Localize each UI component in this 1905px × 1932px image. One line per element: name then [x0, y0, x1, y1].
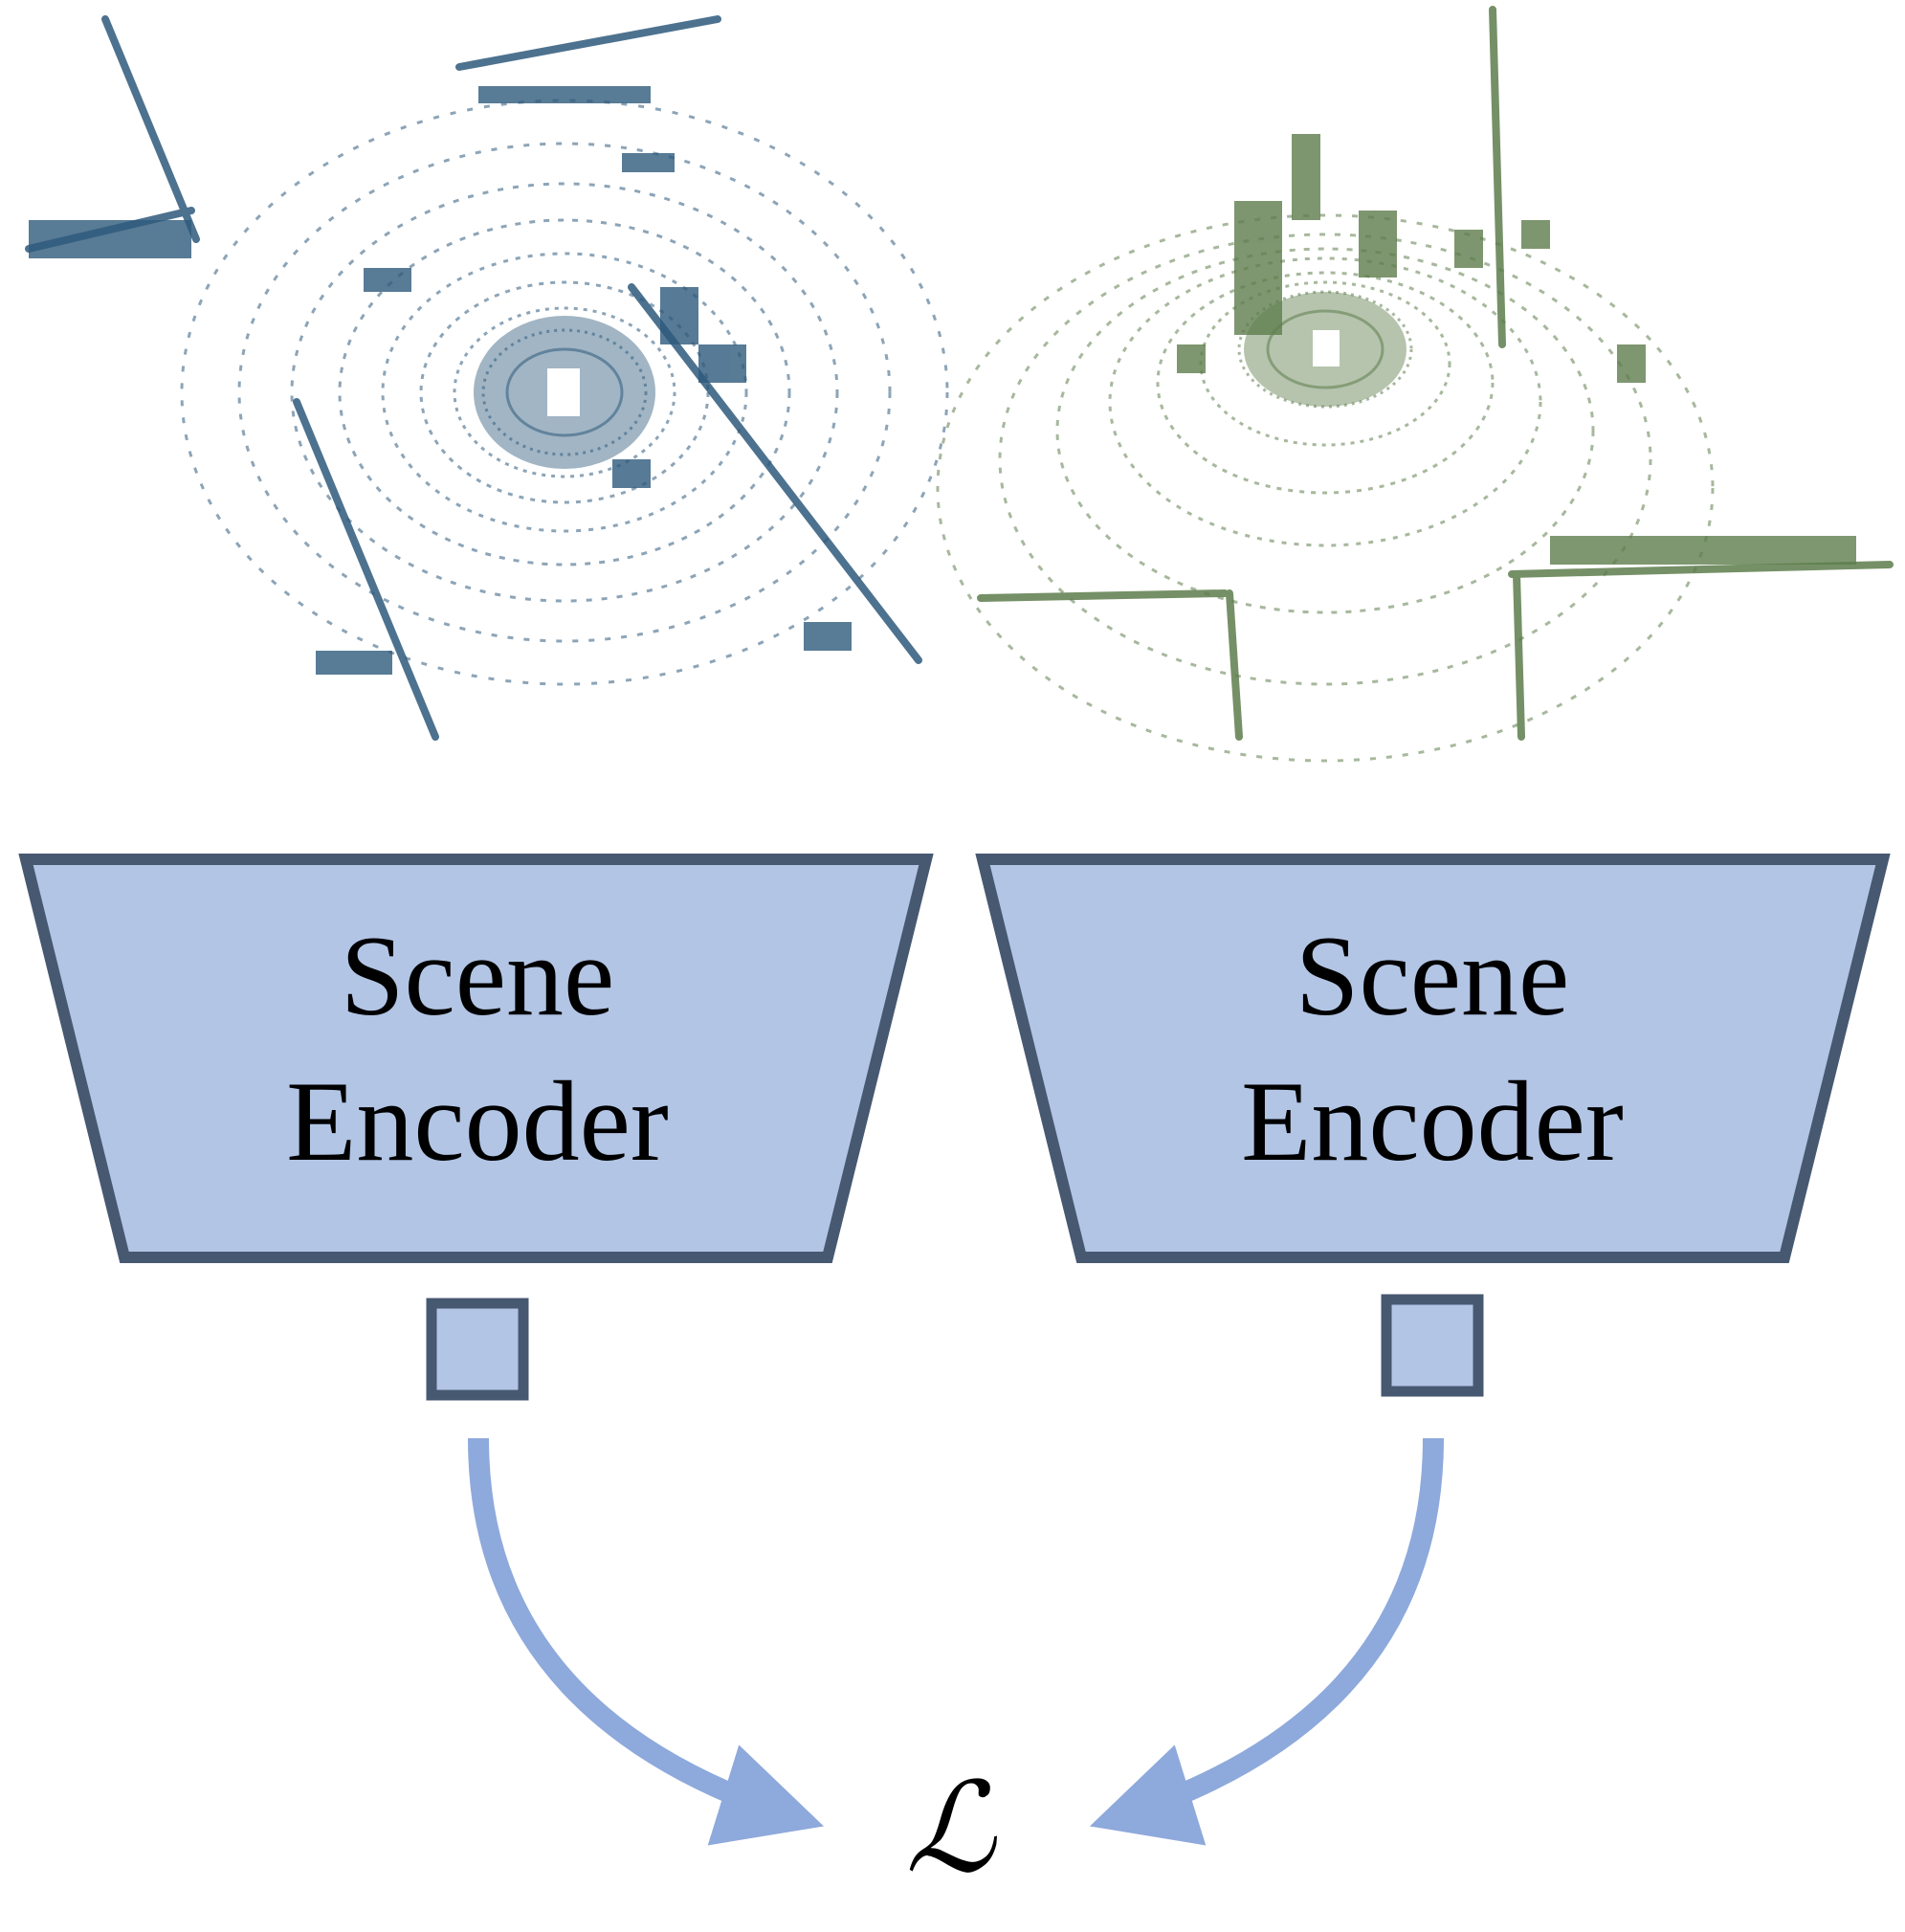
left-lidar-scan: [21, 10, 949, 742]
left-scene-encoder: Scene Encoder: [18, 854, 934, 1263]
right-arrow: [1089, 1437, 1444, 1846]
right-scene-encoder: Scene Encoder: [975, 854, 1891, 1263]
left-encoder-label-line2: Encoder: [286, 1057, 669, 1185]
loss-symbol: ℒ: [905, 1755, 997, 1900]
right-encoder-label-line1: Scene: [1296, 912, 1570, 1039]
left-arrow: [468, 1437, 825, 1846]
right-embedding: [1381, 1294, 1484, 1397]
right-lidar-scan: [936, 6, 1894, 763]
right-encoder-label-line2: Encoder: [1241, 1057, 1624, 1185]
left-encoder-label-line1: Scene: [341, 912, 615, 1039]
left-embedding: [426, 1298, 529, 1401]
